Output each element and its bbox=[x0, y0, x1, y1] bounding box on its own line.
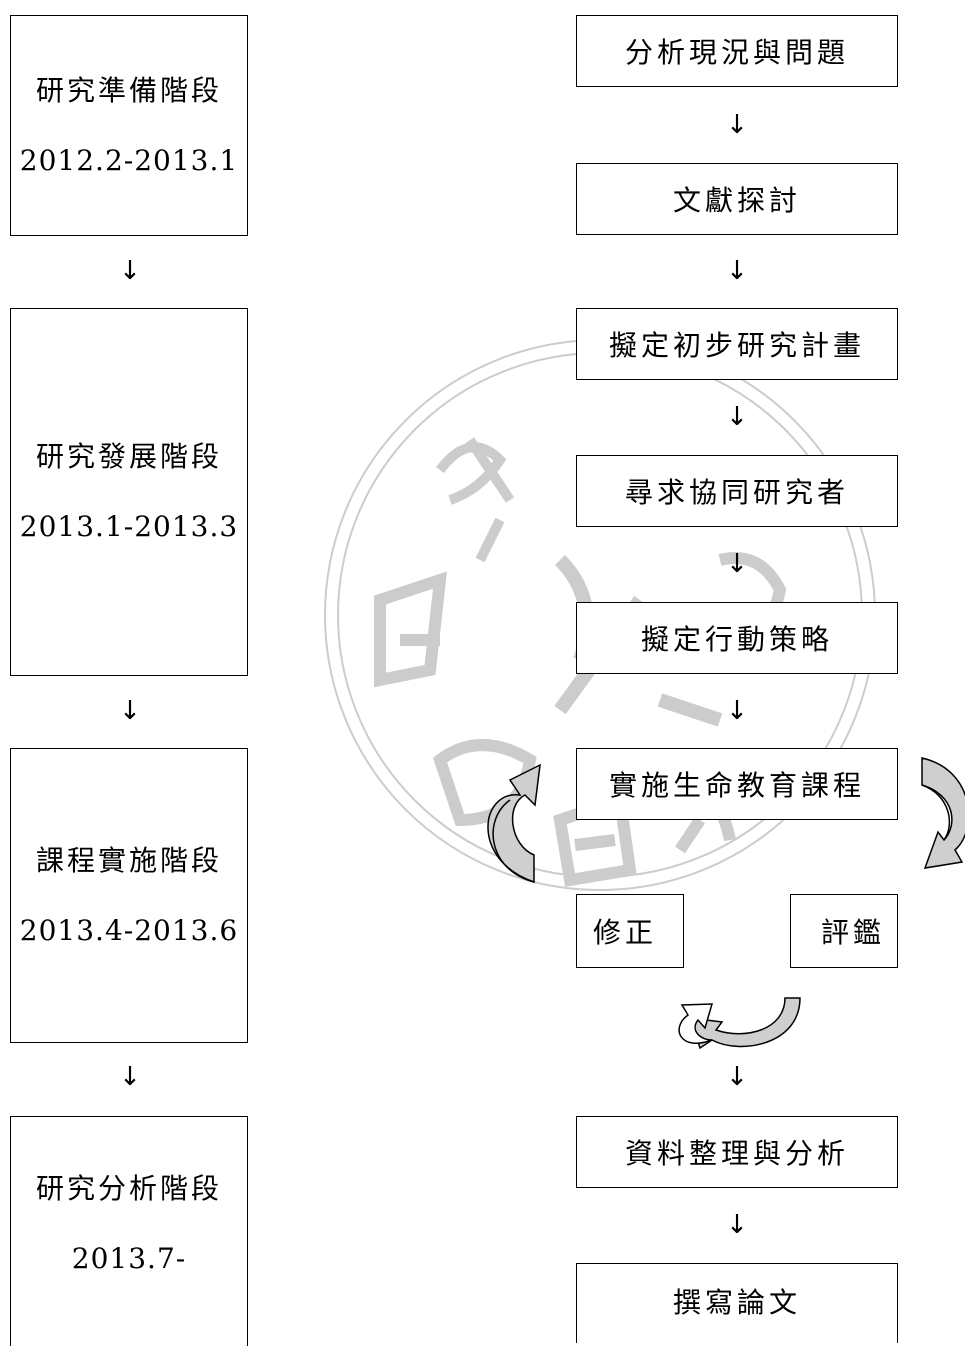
phase-name: 研究準備階段 bbox=[35, 73, 222, 107]
step-data-analysis: 資料整理與分析 bbox=[576, 1116, 898, 1188]
phase-box-implementation: 課程實施階段 2013.4-2013.6 bbox=[10, 748, 248, 1043]
step-label: 尋求協同研究者 bbox=[624, 476, 849, 509]
down-arrow-icon: ↓ bbox=[119, 1062, 141, 1092]
step-label: 擬定行動策略 bbox=[640, 623, 833, 656]
phase-name: 研究發展階段 bbox=[35, 440, 222, 473]
curved-arrow-bottom-icon bbox=[678, 997, 801, 1050]
curved-arrow-right-icon bbox=[921, 757, 965, 869]
step-literature-review: 文獻探討 bbox=[576, 163, 898, 235]
cycle-revise-box: 修正 bbox=[576, 894, 684, 968]
phase-box-analysis: 研究分析階段 2013.7- bbox=[10, 1116, 248, 1346]
down-arrow-icon: ↓ bbox=[726, 256, 748, 286]
phase-name: 研究分析階段 bbox=[35, 1172, 222, 1205]
step-label: 撰寫論文 bbox=[672, 1285, 801, 1319]
phase-date: 2013.4-2013.6 bbox=[19, 913, 239, 947]
phase-date: 2013.7- bbox=[71, 1242, 187, 1275]
phase-name: 課程實施階段 bbox=[35, 843, 222, 877]
step-label: 文獻探討 bbox=[672, 184, 801, 217]
curved-arrow-left-icon bbox=[487, 763, 541, 884]
phase-box-preparation: 研究準備階段 2012.2-2013.1 bbox=[10, 15, 248, 236]
down-arrow-icon: ↓ bbox=[726, 1210, 748, 1240]
phase-box-development: 研究發展階段 2013.1-2013.3 bbox=[10, 308, 248, 676]
step-label: 分析現況與問題 bbox=[624, 36, 849, 69]
step-seek-collaborators: 尋求協同研究者 bbox=[576, 455, 898, 527]
step-label: 資料整理與分析 bbox=[624, 1137, 849, 1170]
cycle-evaluate-label: 評鑑 bbox=[820, 916, 885, 949]
step-analyze-status: 分析現況與問題 bbox=[576, 15, 898, 87]
phase-date: 2013.1-2013.3 bbox=[19, 510, 239, 543]
step-draft-plan: 擬定初步研究計畫 bbox=[576, 308, 898, 380]
down-arrow-icon: ↓ bbox=[119, 256, 141, 286]
down-arrow-icon: ↓ bbox=[726, 110, 748, 140]
down-arrow-icon: ↓ bbox=[726, 402, 748, 432]
step-action-strategy: 擬定行動策略 bbox=[576, 602, 898, 674]
down-arrow-icon: ↓ bbox=[726, 1062, 748, 1092]
cycle-evaluate-box: 評鑑 bbox=[790, 894, 898, 968]
down-arrow-icon: ↓ bbox=[119, 696, 141, 726]
step-implement-curriculum: 實施生命教育課程 bbox=[576, 748, 898, 820]
step-label: 擬定初步研究計畫 bbox=[608, 329, 865, 362]
down-arrow-icon: ↓ bbox=[726, 549, 748, 579]
down-arrow-icon: ↓ bbox=[726, 696, 748, 726]
cycle-revise-label: 修正 bbox=[593, 916, 658, 949]
step-write-thesis: 撰寫論文 bbox=[576, 1263, 898, 1343]
step-label: 實施生命教育課程 bbox=[608, 769, 865, 802]
phase-date: 2012.2-2013.1 bbox=[19, 143, 239, 177]
